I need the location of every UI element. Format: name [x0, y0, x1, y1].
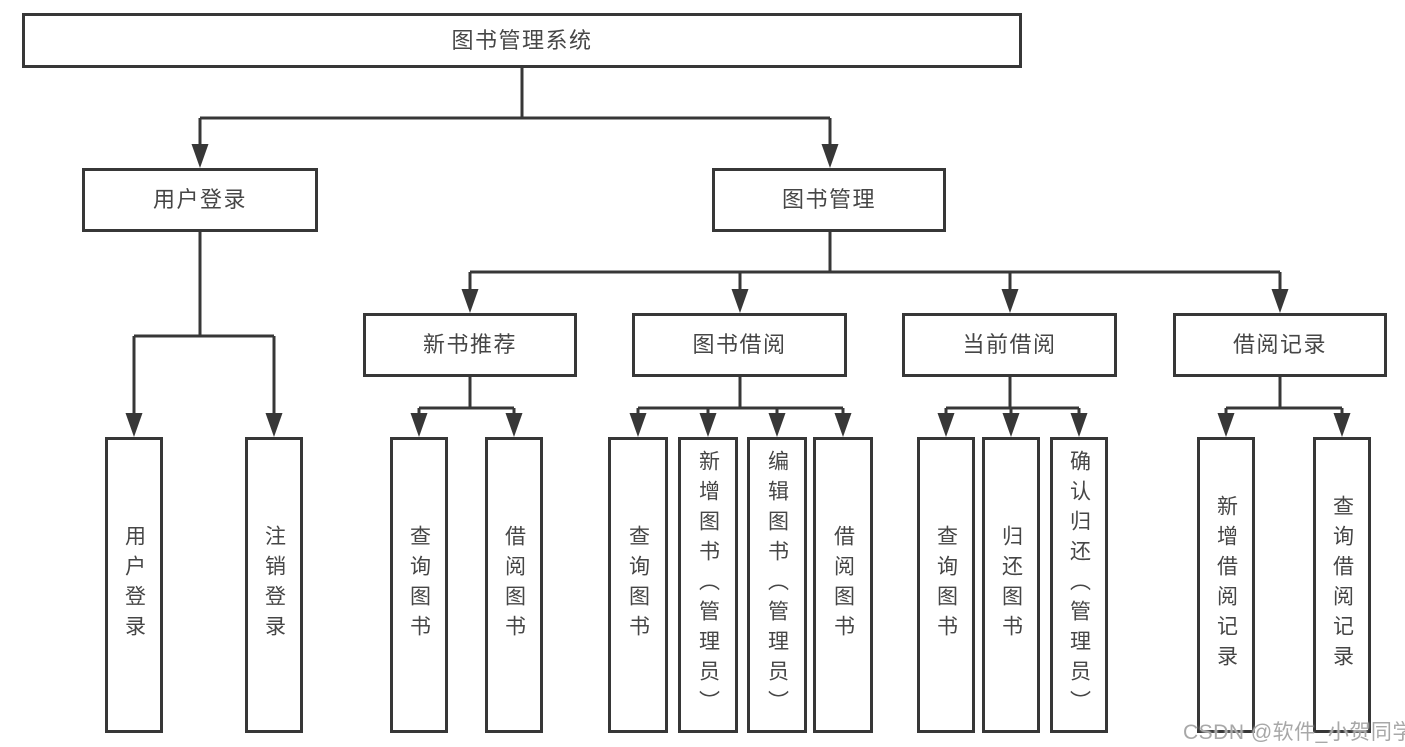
leaf-add-book-admin-label: 新增图书（管理员） — [696, 450, 720, 720]
leaf-user-login-label: 用户登录 — [122, 525, 146, 645]
leaf-query-books-borrow: 查询图书 — [608, 437, 668, 733]
leaf-borrow-books-recommend-label: 借阅图书 — [502, 525, 526, 645]
node-root-label: 图书管理系统 — [451, 27, 593, 53]
leaf-logout-login-label: 注销登录 — [262, 525, 286, 645]
leaf-borrow-books: 借阅图书 — [813, 437, 873, 733]
arrowheads — [125, 144, 1351, 437]
node-book-management-label: 图书管理 — [781, 187, 876, 212]
leaf-confirm-return-admin: 确认归还（管理员） — [1050, 437, 1108, 733]
node-new-book-recommend-label: 新书推荐 — [422, 332, 517, 357]
leaf-borrow-books-recommend: 借阅图书 — [485, 437, 543, 733]
node-user-login-label: 用户登录 — [152, 187, 247, 212]
node-borrow-records: 借阅记录 — [1173, 313, 1387, 377]
leaf-add-borrow-record-label: 新增借阅记录 — [1214, 495, 1238, 675]
leaf-query-books-current-label: 查询图书 — [934, 525, 958, 645]
leaf-query-borrow-record-label: 查询借阅记录 — [1330, 495, 1354, 675]
node-borrow-records-label: 借阅记录 — [1232, 332, 1327, 357]
node-new-book-recommend: 新书推荐 — [363, 313, 577, 377]
leaf-edit-book-admin: 编辑图书（管理员） — [747, 437, 807, 733]
node-current-borrow-label: 当前借阅 — [962, 332, 1057, 357]
node-root: 图书管理系统 — [22, 13, 1022, 68]
node-book-management: 图书管理 — [712, 168, 946, 232]
leaf-query-books-borrow-label: 查询图书 — [626, 525, 650, 645]
leaf-return-book-label: 归还图书 — [999, 525, 1023, 645]
leaf-query-books-current: 查询图书 — [917, 437, 975, 733]
leaf-query-books-recommend-label: 查询图书 — [407, 525, 431, 645]
node-book-borrow-label: 图书借阅 — [692, 332, 787, 357]
leaf-query-borrow-record: 查询借阅记录 — [1313, 437, 1371, 733]
node-current-borrow: 当前借阅 — [902, 313, 1117, 377]
watermark: CSDN @软件_小贺同学 — [1183, 721, 1405, 744]
leaf-logout-login: 注销登录 — [245, 437, 303, 733]
leaf-return-book: 归还图书 — [982, 437, 1040, 733]
node-book-borrow: 图书借阅 — [632, 313, 847, 377]
leaf-edit-book-admin-label: 编辑图书（管理员） — [765, 450, 789, 720]
leaf-add-book-admin: 新增图书（管理员） — [678, 437, 738, 733]
leaf-confirm-return-admin-label: 确认归还（管理员） — [1067, 450, 1091, 720]
leaf-borrow-books-label: 借阅图书 — [831, 525, 855, 645]
node-user-login: 用户登录 — [82, 168, 318, 232]
leaf-user-login: 用户登录 — [105, 437, 163, 733]
leaf-query-books-recommend: 查询图书 — [390, 437, 448, 733]
leaf-add-borrow-record: 新增借阅记录 — [1197, 437, 1255, 733]
